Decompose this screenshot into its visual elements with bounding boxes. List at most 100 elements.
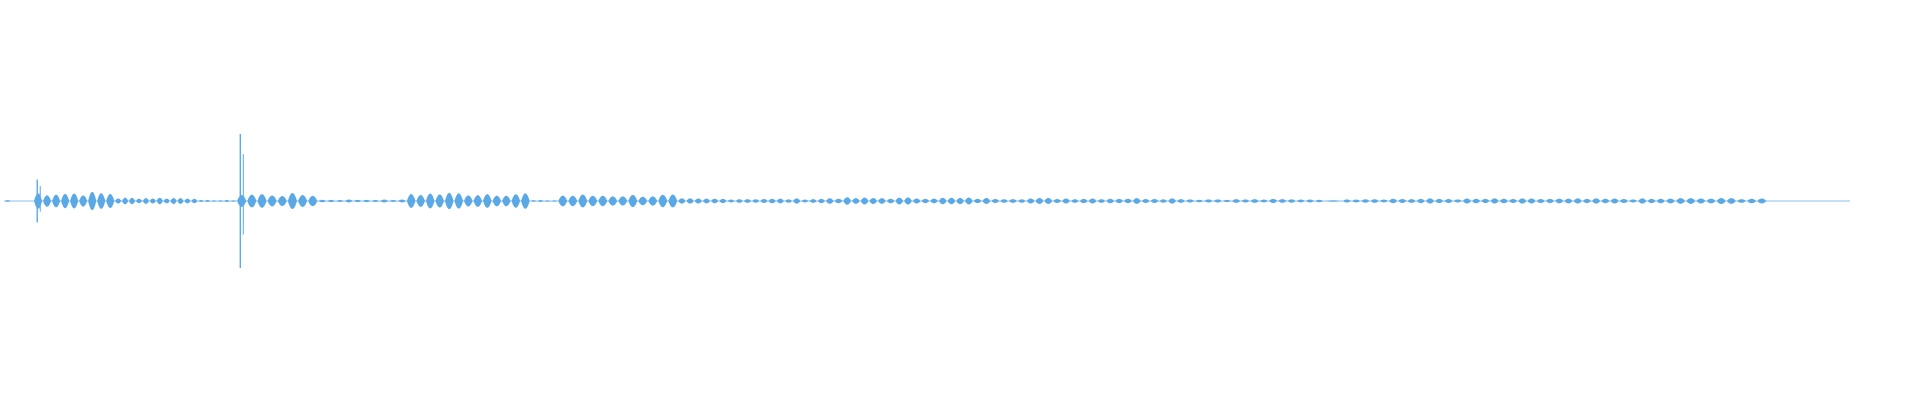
waveform-pulse (217, 200, 224, 202)
waveform-pulse (1053, 199, 1062, 203)
waveform-pulse (1706, 198, 1716, 204)
waveform-pulse (1035, 198, 1044, 204)
waveform-pulse (1564, 198, 1573, 204)
waveform-pulse (801, 199, 809, 203)
waveform-group (4, 134, 1850, 268)
waveform-pulse (149, 198, 156, 204)
waveform-pulse (1259, 199, 1269, 203)
waveform-pulse (1106, 198, 1115, 204)
waveform-pulse (230, 200, 237, 202)
waveform-pulse (353, 199, 362, 203)
waveform-pulse (1545, 198, 1555, 204)
waveform-pulse (1370, 199, 1379, 203)
waveform-pulse (33, 193, 43, 209)
waveform-pulse (1518, 198, 1527, 204)
waveform-pulse (327, 199, 336, 203)
waveform-pulse (1132, 198, 1141, 204)
waveform-pulse (1168, 198, 1177, 204)
waveform-pulse (204, 199, 211, 203)
waveform-pulse (247, 194, 257, 208)
waveform-pulse (618, 196, 628, 206)
waveform-pulse (1159, 199, 1168, 203)
waveform-pulse (97, 193, 106, 209)
waveform-pulse (851, 198, 860, 204)
waveform-pulse (1582, 198, 1592, 204)
waveform-pulse (389, 199, 398, 203)
waveform-pulse (267, 195, 277, 207)
waveform-pulse (1555, 198, 1564, 204)
waveform-pulse (1647, 198, 1656, 204)
waveform-pulse (648, 196, 658, 206)
waveform-pulse (277, 195, 287, 207)
waveform-pulse (727, 199, 735, 203)
waveform-pulse (1416, 198, 1425, 204)
waveform-pulse (223, 199, 230, 203)
waveform-pulse (1342, 199, 1352, 203)
waveform-pulse (122, 197, 129, 205)
waveform-pulse (1573, 198, 1582, 204)
waveform-pulse (198, 199, 204, 203)
waveform-pulse (344, 199, 353, 203)
waveform-pulse (318, 199, 327, 203)
waveform-pulse (843, 197, 852, 205)
waveform-pulse (473, 195, 483, 207)
waveform-pulse (298, 194, 308, 208)
waveform-pulse (1676, 198, 1686, 204)
waveform-pulse (1070, 199, 1079, 203)
waveform-pulse (760, 199, 768, 203)
waveform-pulse (568, 195, 578, 207)
waveform-pulse (184, 198, 191, 204)
waveform-pulse (492, 195, 502, 207)
waveform-pulse (558, 195, 568, 207)
waveform-pulse (793, 198, 801, 204)
waveform-pulse (502, 195, 511, 207)
waveform-pulse (1000, 199, 1009, 203)
waveform-pulse (142, 198, 150, 204)
waveform-pulse (964, 197, 973, 205)
waveform-pulse (371, 200, 380, 202)
waveform-pulse (156, 197, 163, 205)
waveform-pulse (668, 194, 678, 208)
waveform-pulse (588, 195, 598, 207)
waveform-pulse (106, 193, 115, 209)
waveform-pulse (1352, 199, 1361, 203)
waveform-pulse (463, 195, 473, 207)
waveform-pulse (768, 198, 776, 204)
waveform-pulse (1592, 198, 1601, 204)
waveform-pulse (43, 195, 52, 207)
waveform-pulse (1610, 198, 1619, 204)
waveform-pulse (237, 195, 247, 207)
waveform-pulse (1696, 198, 1706, 204)
waveform-pulse (1204, 199, 1213, 203)
waveform-pulse (170, 197, 177, 205)
waveform-pulse (1716, 197, 1726, 205)
waveform-pulse (1115, 198, 1124, 204)
waveform-pulse (1619, 198, 1629, 204)
waveform-pulse (70, 193, 79, 209)
waveform-pulse (1388, 198, 1398, 204)
waveform-pulse (61, 193, 70, 209)
waveform-pulse (1213, 199, 1222, 203)
waveform-pulse (1444, 199, 1453, 203)
waveform-pulse (878, 198, 886, 204)
waveform-pulse (608, 196, 618, 206)
waveform-pulse (784, 199, 793, 203)
waveform-pulse (598, 195, 608, 207)
waveform-pulse (702, 198, 711, 204)
waveform-pulse (956, 197, 965, 205)
waveform-pulse (1686, 198, 1696, 204)
waveform-pulse (406, 194, 416, 208)
waveform-pulse (1398, 198, 1407, 204)
waveform-pulse (425, 193, 435, 209)
waveform-pulse (1536, 199, 1545, 203)
waveform-pulse (537, 199, 544, 203)
waveform-pulse (380, 199, 389, 203)
waveform-pulse (1185, 199, 1195, 203)
waveform-pulse (444, 192, 454, 210)
waveform-pulse (991, 198, 1000, 204)
waveform-pulse (638, 196, 648, 206)
waveform-pulse (1141, 199, 1150, 203)
waveform-pulse (135, 198, 143, 204)
